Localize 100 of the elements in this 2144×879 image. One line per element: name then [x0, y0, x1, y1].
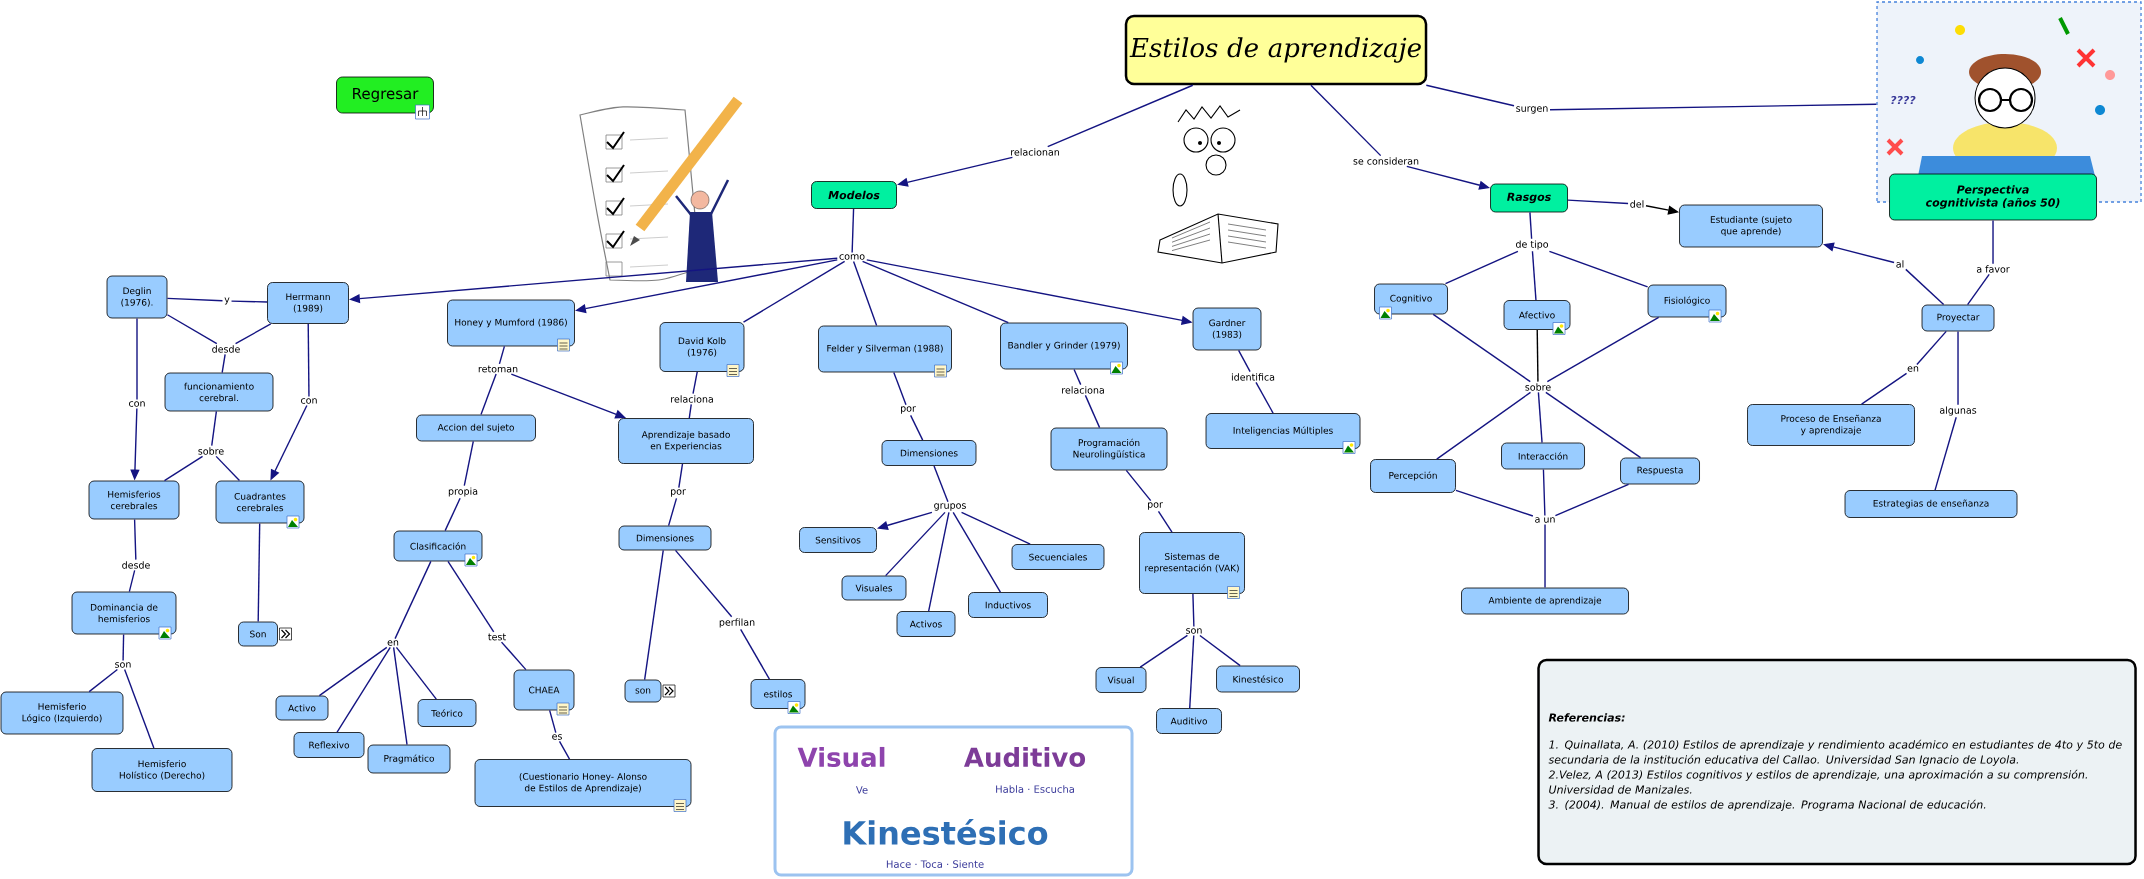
connector-line [1567, 199, 1629, 205]
concept-box: Inteligencias Múltiples [1205, 413, 1361, 449]
concept-box: Gardner (1983) [1192, 307, 1262, 351]
connector-line [1084, 394, 1101, 429]
connector-line [394, 560, 432, 640]
concept-box: (Cuestionario Honey- Alonso de Estilos de Aprendizaje) [474, 759, 692, 807]
linking-phrase: desde [120, 559, 152, 571]
linking-phrase: relaciona [1059, 384, 1107, 396]
connector-line [1139, 634, 1189, 668]
title-box: Estilos de aprendizaje [1124, 14, 1428, 86]
connector-line [133, 518, 137, 561]
connector-line [1432, 313, 1531, 383]
connector-line [1237, 349, 1251, 373]
connector-line [1073, 368, 1082, 386]
concept-box: CHAEA [513, 669, 575, 711]
connector-line [166, 297, 224, 302]
connector-line [1544, 523, 1546, 589]
connector-line [1125, 469, 1152, 502]
connector-line [667, 497, 678, 527]
concept-box: estilos [750, 679, 806, 709]
linking-phrase: en [1905, 364, 1921, 374]
connector-line [933, 465, 949, 503]
concept-box: Herrmann (1989) [267, 282, 349, 324]
connector-line [136, 317, 138, 401]
concept-box: Proceso de Enseñanza y aprendizaje [1747, 404, 1915, 446]
connector-line [1425, 84, 1515, 107]
connector-line [678, 463, 684, 489]
connector-line [1992, 219, 1994, 265]
connector-line [447, 560, 495, 633]
concept-box: Pragmático [367, 744, 451, 774]
linking-phrase: como [837, 252, 867, 262]
connector-line [1916, 330, 1947, 366]
concept-box: Honey y Mumford (1986) [447, 299, 575, 347]
linking-phrase: son [1184, 626, 1204, 636]
linking-phrase: perfilan [717, 616, 757, 630]
connector-line [1542, 468, 1546, 517]
linking-phrase: propia [446, 485, 480, 499]
concept-box: Dominancia de hemisferios [71, 591, 177, 635]
word-art-text: Kinestésico [844, 819, 1048, 846]
concept-box: Perspectiva cognitivista (años 50) [1889, 173, 2097, 221]
concept-box: Fisiológico [1647, 284, 1727, 318]
caption-text: Ve [856, 786, 868, 794]
connector-line [1546, 316, 1660, 383]
connector-line [1536, 329, 1539, 383]
connector-line [643, 549, 664, 681]
linking-phrase: del [1628, 198, 1646, 210]
concept-box: Visuales [841, 575, 907, 601]
linking-phrase: se consideran [1351, 155, 1421, 167]
concept-box: Visual [1095, 667, 1147, 693]
connector-line [221, 353, 226, 374]
concept-box: Sistemas de representación (VAK) [1139, 532, 1245, 594]
connector-line [952, 511, 1002, 593]
back-button: Regresar [336, 76, 434, 114]
connector-line [852, 260, 878, 327]
references-box: Referencias: 1. Quinallata, A. (2010) Estilos de aprendizaje y rendimiento académico en estudiantes de 4to y 5to de secundaria de la institución educativa del Callao. Universidad San Ignacio de Loyola. 2.Velez, A (2013) Estilos cognitivos y estilos de aprendizaje, una aproximación a su comprensión. Universidad de Manizales. 3. (2004). Manual de estilos de aprendizaje. Programa Nacional de educación. [1537, 658, 2137, 866]
concept-box: Secuenciales [1011, 544, 1105, 570]
connector-line [1545, 391, 1642, 459]
concept-box: Auditivo [1156, 708, 1222, 734]
concept-box: Estudiante (sujeto que aprende) [1679, 204, 1823, 248]
linking-phrase: en [385, 638, 401, 648]
concept-box: Kinestésico [1216, 665, 1300, 693]
concept-box: Accion del sujeto [416, 414, 536, 442]
concept-box: Interacción [1501, 442, 1585, 470]
linking-phrase: son [113, 660, 133, 670]
connector-line [1436, 391, 1532, 460]
connector-line [739, 628, 771, 680]
concept-box: Programación Neurolingüística [1050, 427, 1168, 471]
connector-line [1554, 483, 1630, 517]
connector-line [392, 646, 408, 746]
connector-line [336, 646, 391, 733]
linking-phrase: a favor [1974, 263, 2012, 275]
concept-box: Teórico [417, 699, 477, 727]
connector-line [1157, 510, 1173, 533]
concept-box: Rasgos [1490, 183, 1568, 213]
connector-line [1537, 391, 1543, 444]
concept-box: Felder y Silverman (1988) [818, 325, 952, 373]
connector-line [444, 497, 461, 532]
concept-box: Activo [275, 695, 329, 721]
concept-box: Dimensiones [881, 440, 977, 466]
connector-line [166, 314, 218, 345]
concept-box: Respuesta [1620, 457, 1700, 485]
concept-box: Dimensiones [618, 525, 712, 551]
connector-line [123, 668, 155, 749]
linking-phrase: grupos [932, 501, 968, 513]
concept-box: Sensitivos [799, 527, 877, 553]
connector-line [909, 414, 924, 441]
connector-line [1047, 84, 1194, 148]
linking-phrase: test [486, 632, 508, 642]
concept-box: Ambiente de aprendizaje [1461, 587, 1629, 615]
linking-phrase: de tipo [1513, 238, 1551, 252]
connector-line [851, 208, 855, 254]
linking-phrase: por [668, 487, 688, 499]
caption-text: Habla · Escucha [996, 785, 1074, 793]
connector-line [1966, 273, 1990, 306]
connector-line [257, 522, 261, 623]
connector-line [215, 455, 241, 482]
connector-line [500, 641, 527, 671]
linking-phrase: a un [1533, 515, 1557, 525]
linking-phrase: surgen [1514, 104, 1550, 116]
connector-line [498, 345, 506, 365]
